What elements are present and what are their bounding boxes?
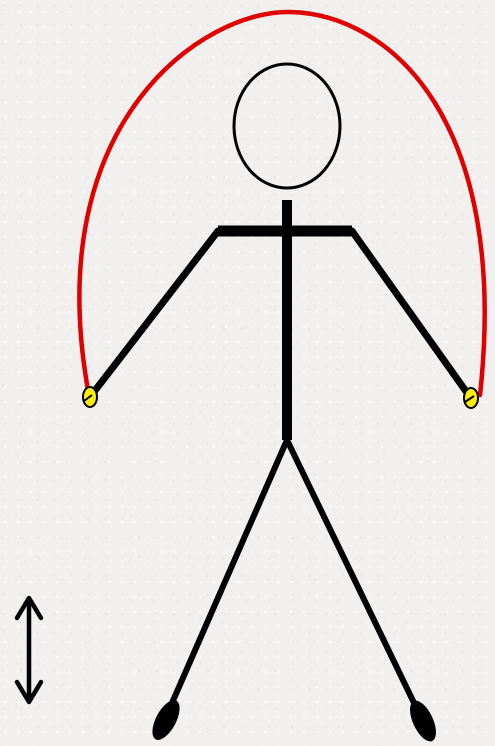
left-rope-handle	[83, 387, 97, 407]
right-rope-handle	[464, 388, 478, 408]
up-down-arrow-icon	[17, 598, 41, 702]
stick-figure-left-leg	[172, 440, 287, 703]
stick-figure-right-leg	[287, 440, 415, 705]
stick-figure-right-foot	[405, 697, 442, 745]
stick-figure-left-foot	[147, 696, 185, 744]
stick-figure-head	[234, 64, 340, 188]
stick-figure-left-arm	[90, 231, 218, 397]
stick-figure-right-arm	[352, 231, 470, 397]
